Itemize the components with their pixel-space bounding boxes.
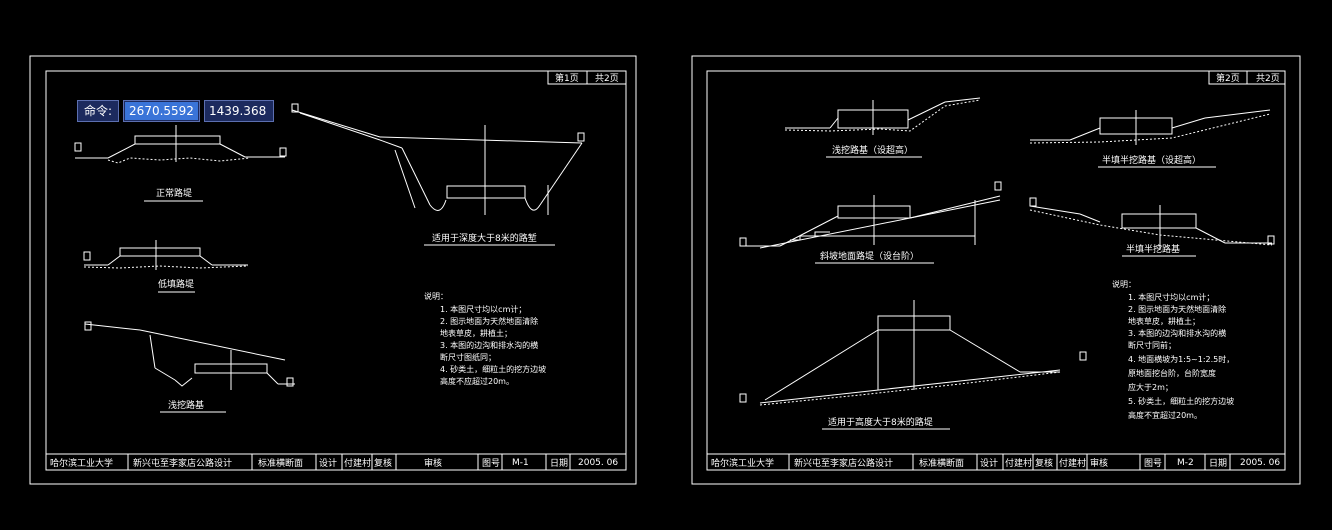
sheet2-note-line: 5. 砂类土，细粒土的挖方边坡 (1128, 396, 1234, 406)
diagram-half-fill-raised (1029, 109, 1271, 145)
diagram-shallow-cut (84, 321, 295, 390)
sheet1-title-block (46, 453, 626, 470)
sheet1-note-line: 4. 砂类土，细粒土的挖方边坡 (440, 364, 546, 374)
sheet1-date-label: 日期 (550, 458, 568, 469)
sheet1-designer: 付建村 (344, 457, 371, 469)
sheet1-check-label: 复核 (374, 457, 392, 469)
sheet2-date: 2005. 06 (1240, 458, 1280, 468)
sheet1-date: 2005. 06 (578, 458, 618, 468)
sheet2-check-label: 复核 (1035, 457, 1053, 469)
sheet2-drawing-no-label: 图号 (1144, 458, 1162, 469)
sheet1-inner-border (45, 70, 627, 471)
caption-half-fill-raised: 半填半挖路基（设超高） (1102, 154, 1201, 166)
sheet2-design-label: 设计 (980, 457, 998, 469)
sheet2-title-block (707, 453, 1285, 470)
sheet2-date-label: 日期 (1209, 458, 1227, 469)
sheet2-outer-border (691, 55, 1301, 485)
sheet2-note-line: 高度不宜超过20m。 (1128, 410, 1202, 420)
sheet1-drawing-name: 标准横断面 (258, 457, 303, 469)
sheet2-note-line: 地表草皮，耕植土； (1128, 316, 1200, 326)
diagram-slope-ground (739, 181, 1002, 249)
diagram-shallow-cut-raised (784, 97, 981, 135)
command-label: 命令: (77, 100, 120, 122)
sheet2-notes: 说明： 1. 本图尺寸均以cm计； 2. 图示地面为天然地面清除 地表草皮，耕植… (1112, 279, 1234, 420)
sheet2-project: 新兴屯至李家店公路设计 (794, 457, 893, 469)
diagram-low-fill (83, 240, 249, 270)
sheet2-inner-border (706, 70, 1286, 471)
coordinate-x-value[interactable]: 2670.5592 (125, 102, 198, 120)
sheet2-review-label: 审核 (1090, 457, 1108, 469)
sheet1-note-line: 断尺寸图纸同； (440, 352, 496, 362)
sheet1-note-line: 高度不应超过20m。 (440, 376, 514, 386)
sheet2-designer-2: 付建村 (1059, 457, 1086, 469)
diagram-deep-cut (291, 103, 585, 215)
sheet1-drawing-no-label: 图号 (482, 458, 500, 469)
caption-half-fill: 半填半挖路基 (1126, 243, 1180, 255)
sheet2-note-line: 1. 本图尺寸均以cm计； (1128, 292, 1214, 302)
diagram-fill-normal (74, 125, 287, 164)
sheet2-note-line: 原地面挖台阶，台阶宽度 (1128, 368, 1216, 378)
sheet1-note-line: 地表草皮，耕植土； (440, 328, 512, 338)
sheet2-drawing-name: 标准横断面 (919, 457, 964, 469)
caption-shallow-cut-raised: 浅挖路基（设超高） (832, 144, 913, 156)
sheet2-note-line: 4. 地面横坡为1:5~1:2.5时， (1128, 354, 1234, 364)
sheet-1 (29, 55, 637, 485)
sheet2-designer: 付建村 (1005, 457, 1032, 469)
diagram-half-fill (1029, 197, 1275, 250)
sheet-2 (691, 55, 1301, 485)
caption-high-fill: 适用于高度大于8米的路堤 (828, 416, 933, 428)
command-input-bar: 命令: 2670.5592 1439.368 (77, 100, 274, 122)
coordinate-x-input[interactable]: 2670.5592 (123, 100, 200, 122)
sheet1-total-label: 共2页 (595, 73, 619, 84)
sheet1-notes: 说明： 1. 本图尺寸均以cm计； 2. 图示地面为天然地面清除 地表草皮，耕植… (424, 291, 546, 386)
caption-deep-cut: 适用于深度大于8米的路堑 (432, 232, 537, 244)
sheet2-note-line: 3. 本图的边沟和排水沟的横 (1128, 328, 1226, 338)
sheet2-note-line: 断尺寸同前； (1128, 340, 1176, 350)
sheet1-page-label: 第1页 (555, 72, 579, 84)
sheet1-project: 新兴屯至李家店公路设计 (133, 457, 232, 469)
caption-slope-ground: 斜坡地面路堤（设台阶） (820, 250, 919, 262)
sheet2-page-label: 第2页 (1216, 72, 1240, 84)
sheet1-design-label: 设计 (319, 457, 337, 469)
sheet2-note-line: 2. 图示地面为天然地面清除 (1128, 304, 1226, 314)
sheet1-drawing-no: M-1 (512, 458, 529, 468)
sheet1-notes-title: 说明： (424, 291, 448, 301)
sheet1-note-line: 1. 本图尺寸均以cm计； (440, 304, 526, 314)
caption-shallow-cut: 浅挖路基 (168, 399, 204, 411)
caption-low-fill: 低填路堤 (158, 278, 194, 290)
sheet1-review-label: 审核 (424, 457, 442, 469)
sheet1-note-line: 3. 本图的边沟和排水沟的横 (440, 340, 538, 350)
sheet2-note-line: 应大于2m； (1128, 382, 1173, 392)
sheet2-drawing-no: M-2 (1177, 458, 1194, 468)
diagram-high-fill (739, 300, 1087, 406)
coordinate-y-input[interactable]: 1439.368 (203, 100, 274, 122)
sheet1-school: 哈尔滨工业大学 (50, 457, 113, 469)
sheet1-outer-border (29, 55, 637, 485)
caption-fill-normal: 正常路堤 (156, 187, 192, 199)
sheet2-notes-title: 说明： (1112, 279, 1136, 289)
sheet2-school: 哈尔滨工业大学 (711, 457, 774, 469)
sheet2-total-label: 共2页 (1256, 73, 1280, 84)
sheet1-note-line: 2. 图示地面为天然地面清除 (440, 316, 538, 326)
